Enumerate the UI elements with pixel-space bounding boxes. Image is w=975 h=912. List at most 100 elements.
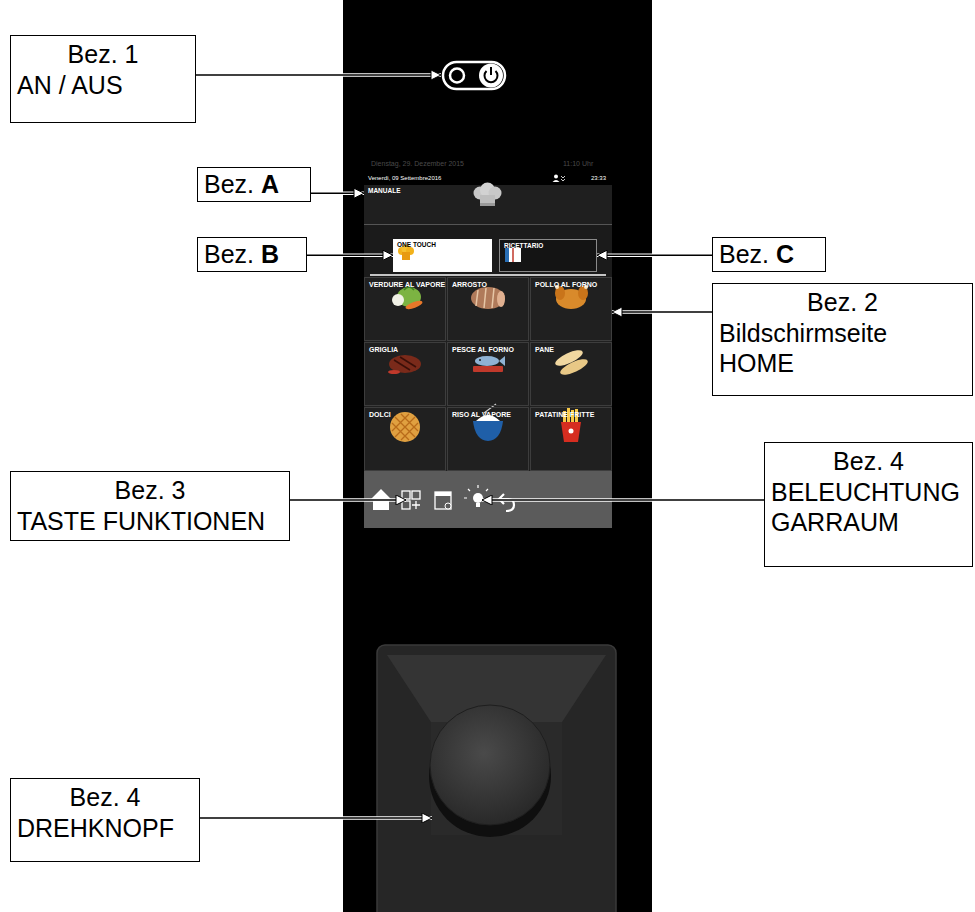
screen-background <box>393 239 492 272</box>
tab-label: RICETTARIO <box>504 243 543 250</box>
screen-background <box>364 172 612 528</box>
screen-background <box>499 239 597 272</box>
recipe-book-icon <box>505 248 509 262</box>
fish-icon <box>475 356 499 366</box>
user-icon <box>561 176 565 181</box>
callout-number: Bez. 3 <box>17 475 283 506</box>
callout-box: Bez.B <box>197 237 307 272</box>
power-button <box>443 62 505 89</box>
fries-icon <box>569 429 574 434</box>
function-icons <box>499 494 514 511</box>
callout-box: Bez. 1AN / AUS <box>10 35 196 123</box>
roast-icon <box>471 287 505 309</box>
recipe-book-icon <box>505 248 521 262</box>
power-button <box>490 67 492 75</box>
recipe-book-icon <box>505 248 521 262</box>
connector-line <box>612 311 712 313</box>
function-icons <box>412 501 420 509</box>
rotary-knob <box>429 705 551 837</box>
connector-line <box>311 193 364 195</box>
touch-screen: Venerdì, 09 Settembre201623:33MANUALEONE… <box>364 172 612 528</box>
callout-number: Bez. 4 <box>17 782 193 813</box>
tile-label: PESCE AL FORNO <box>452 346 514 355</box>
callout-box: Bez. 4BELEUCHTUNG GARRAUM <box>764 442 973 567</box>
fish-icon <box>479 359 481 361</box>
roast-icon <box>484 288 486 308</box>
vegetables-icon <box>392 294 404 306</box>
steak-icon <box>400 357 416 367</box>
function-icons <box>402 501 410 509</box>
pie-icon <box>390 412 420 442</box>
callout-prefix: Bez. <box>204 240 254 268</box>
program-tile: PESCE AL FORNO <box>447 342 529 406</box>
leader-line <box>290 498 406 502</box>
callout-letter: C <box>776 240 794 268</box>
connector-arrow <box>307 255 393 256</box>
callout-box: Bez. 2Bildschirmseite HOME <box>712 283 973 396</box>
callout-letter: A <box>261 170 279 198</box>
chicken-icon <box>578 286 588 300</box>
connector-halo <box>311 192 364 196</box>
bread-icon <box>558 356 589 378</box>
leader-line <box>290 499 406 501</box>
part-name: DREHKNOPF <box>17 813 193 844</box>
tab-button: RICETTARIO <box>499 239 597 272</box>
tile-label: POLLO AL FORNO <box>535 281 597 290</box>
vegetables-icon <box>405 299 424 311</box>
function-icons <box>464 485 492 498</box>
chef-hat-icon <box>480 195 495 205</box>
connector-line <box>597 255 712 257</box>
rice-icon <box>473 421 503 441</box>
tile-label: PANE <box>535 346 554 355</box>
leader-line <box>196 74 441 76</box>
roast-icon <box>476 290 478 306</box>
part-name: AN / AUS <box>17 70 189 101</box>
rice-icon <box>473 404 503 441</box>
screen-background <box>364 224 612 225</box>
function-icons <box>412 491 420 499</box>
fish-icon <box>473 366 503 372</box>
program-tile: VERDURE AL VAPORE <box>364 277 446 341</box>
roast-icon <box>497 291 505 307</box>
connector-arrow <box>597 255 712 256</box>
mode-button: MANUALE <box>364 185 612 224</box>
callout-number: Bez. 1 <box>17 39 189 70</box>
function-icons <box>473 493 483 503</box>
tab-button: ONE TOUCH <box>393 239 492 272</box>
function-icons <box>370 485 514 511</box>
chicken-icon <box>555 285 588 309</box>
fish-icon <box>499 356 505 366</box>
power-button <box>443 62 505 89</box>
function-icons <box>476 503 480 507</box>
chef-hat-icon <box>480 203 495 206</box>
program-tile: RISO AL VAPORE <box>447 407 529 471</box>
power-button <box>450 69 464 83</box>
pie-icon <box>390 412 420 442</box>
part-name: TASTE FUNKTIONEN <box>17 506 283 537</box>
tab-label: ONE TOUCH <box>397 242 436 249</box>
connector-halo <box>307 254 393 258</box>
rotary-knob <box>430 705 550 825</box>
screen-background <box>364 277 612 471</box>
tile-label: DOLCI <box>369 411 391 420</box>
callout-letter: B <box>261 240 279 268</box>
vegetables-icon <box>392 287 423 311</box>
screen-background <box>364 172 612 528</box>
callout-number: Bez. 4 <box>771 446 966 477</box>
program-tile: DOLCI <box>364 407 446 471</box>
connector-halo <box>597 254 712 258</box>
tile-label: ARROSTO <box>452 281 487 290</box>
leader-line <box>482 498 764 502</box>
program-tile: POLLO AL FORNO <box>530 277 612 341</box>
button-label: MANUALE <box>368 188 401 195</box>
part-name: BELEUCHTUNG GARRAUM <box>771 477 966 538</box>
power-button <box>479 64 503 88</box>
fish-icon <box>473 356 505 372</box>
callout-box: Bez. 4DREHKNOPF <box>10 778 200 862</box>
tile-label: PATATINE FRITTE <box>535 411 594 420</box>
leader-line <box>200 817 432 819</box>
steak-icon <box>389 355 421 373</box>
user-icon <box>553 180 560 182</box>
connector-arrow <box>311 193 364 194</box>
